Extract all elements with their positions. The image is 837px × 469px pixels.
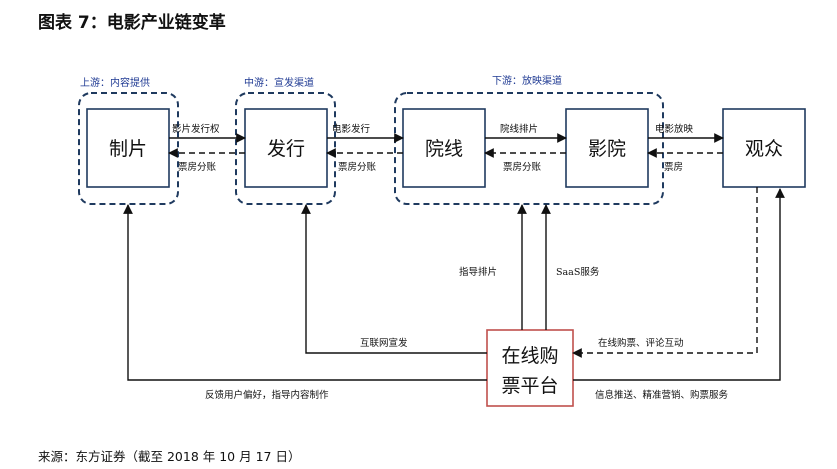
edge-label-ticket: 票房 <box>664 161 683 173</box>
edge-label-guide-scheduling: 指导排片 <box>459 266 497 278</box>
edge-label-split2: 票房分账 <box>338 161 377 173</box>
edge-internet-promo-arrow <box>301 204 487 354</box>
edge-label-saas: SaaS服务 <box>556 266 600 278</box>
node-audience-box <box>722 108 806 188</box>
edge-label-split1: 票房分账 <box>178 161 217 173</box>
region-downstream <box>394 92 664 205</box>
node-audience: 观众 <box>745 138 783 160</box>
source-note: 来源：东方证券（截至 2018 年 10 月 17 日） <box>38 449 301 464</box>
edge-label-internet-promo: 互联网宣发 <box>360 337 408 349</box>
edge-purchase-comment-arrow <box>572 187 758 358</box>
edge-label-film-distribution: 电影发行 <box>332 123 371 135</box>
node-distribution-box <box>244 108 328 188</box>
edge-label-feedback: 反馈用户偏好，指导内容制作 <box>205 389 329 401</box>
region-label-midstream: 中游：宣发渠道 <box>244 76 314 89</box>
node-cinema-chain: 院线 <box>425 138 463 160</box>
node-distribution: 发行 <box>267 138 305 160</box>
node-cinema: 影院 <box>588 138 626 160</box>
edge-label-split3: 票房分账 <box>503 161 542 173</box>
node-platform-box <box>486 329 574 407</box>
edge-label-screening: 电影放映 <box>655 123 694 135</box>
edge-label-scheduling: 院线排片 <box>500 123 538 135</box>
edge-label-services: 信息推送、精准营销、购票服务 <box>595 389 729 401</box>
node-production: 制片 <box>109 138 147 160</box>
node-production-box <box>86 108 170 188</box>
figure-title: 图表 7：电影产业链变革 <box>38 13 226 33</box>
edge-label-purchase-comment: 在线购票、评论互动 <box>598 337 684 349</box>
region-label-downstream: 下游：放映渠道 <box>492 74 562 87</box>
node-platform-line1: 在线购 <box>501 345 558 367</box>
node-platform-line2: 票平台 <box>501 375 558 397</box>
edge-label-rights: 影片发行权 <box>172 123 220 135</box>
edge-services-arrow <box>573 188 785 381</box>
edge-feedback-arrow <box>123 204 487 381</box>
region-label-upstream: 上游：内容提供 <box>80 76 150 89</box>
node-cinema-chain-box <box>402 108 486 188</box>
node-cinema-box <box>565 108 649 188</box>
